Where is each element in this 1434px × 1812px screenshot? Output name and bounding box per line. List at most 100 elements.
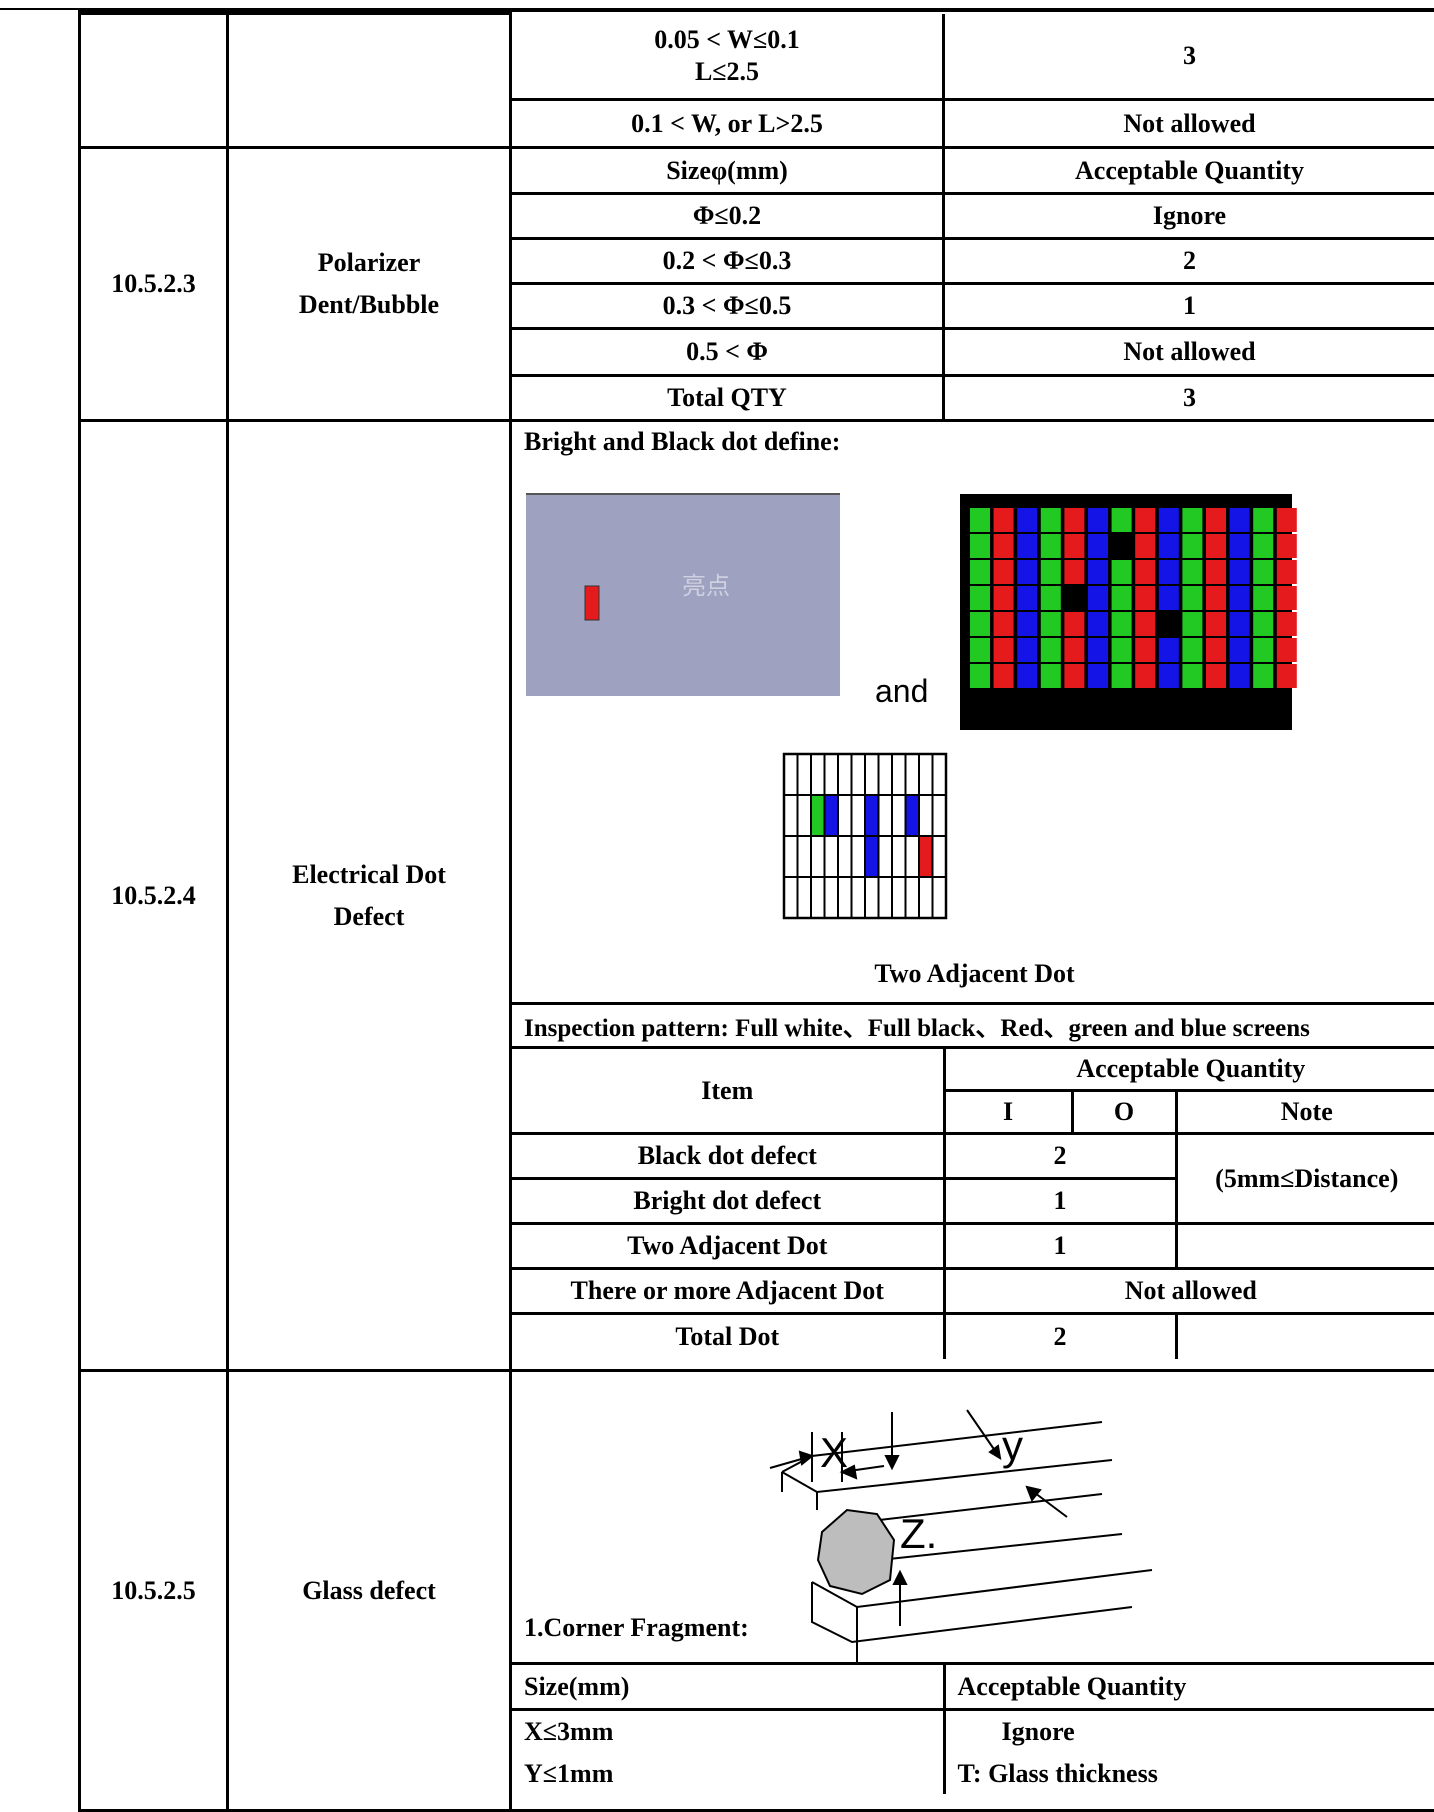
subpixel-cell (1206, 560, 1226, 584)
dent-qty: 2 (944, 239, 1434, 284)
empty-code-cell (80, 14, 228, 148)
dent-bubble-title-line1: Polarizer (229, 247, 509, 279)
scratch-qty-cell: Not allowed (944, 100, 1434, 148)
subpixel-cell (1088, 508, 1108, 532)
subpixel-cell (1159, 612, 1179, 636)
dent-bubble-title: Polarizer Dent/Bubble (228, 148, 511, 421)
subpixel-cell (1277, 534, 1297, 558)
subpixel-cell (1017, 612, 1037, 636)
dot-define-figure: Bright and Black dot define: 亮点 and (512, 422, 1434, 1002)
subpixel-cell (1182, 560, 1202, 584)
i-header: I (944, 1091, 1072, 1134)
subpixel-cell (1253, 534, 1273, 558)
subpixel-cell (1017, 664, 1037, 688)
bright-dot-caption: 亮点 (682, 573, 730, 600)
diagram-label-x: X (820, 1429, 848, 1476)
dent-bubble-title-line2: Dent/Bubble (229, 289, 509, 321)
glass-size: Y≤1mm (512, 1754, 944, 1794)
subpixel-cell (1159, 534, 1179, 558)
subpixel-cell (1135, 534, 1155, 558)
item-header: Item (512, 1048, 944, 1134)
subpixel-cell (994, 508, 1014, 532)
glass-defect-title: Glass defect (228, 1371, 511, 1811)
dent-size: Φ≤0.2 (511, 194, 944, 239)
dot-row: Two Adjacent Dot 1 (512, 1224, 1434, 1269)
adjacent-dot-cell (865, 836, 879, 877)
subpixel-cell (1064, 586, 1084, 610)
dot-criteria-table: Inspection pattern: Full white、Full blac… (512, 1002, 1434, 1359)
header-rule (0, 8, 80, 10)
dot-item: Total Dot (512, 1314, 944, 1359)
subpixel-cell (1253, 612, 1273, 636)
subpixel-cell (970, 612, 990, 636)
inspection-table: 0.05 < W≤0.1 L≤2.5 3 0.1 < W, or L>2.5 N… (78, 12, 1434, 1812)
dot-qty: Not allowed (944, 1269, 1434, 1314)
dent-bubble-code: 10.5.2.3 (80, 148, 228, 421)
adjacent-caption: Two Adjacent Dot (512, 958, 1434, 990)
subpixel-cell (1230, 664, 1250, 688)
electrical-dot-content: Bright and Black dot define: 亮点 and (511, 421, 1434, 1371)
inspection-pattern: Inspection pattern: Full white、Full blac… (512, 1004, 1434, 1048)
subpixel-cell (1017, 508, 1037, 532)
subpixel-cell (1230, 508, 1250, 532)
subpixel-cell (1088, 586, 1108, 610)
subpixel-cell (1135, 612, 1155, 636)
subpixel-cell (1277, 508, 1297, 532)
dent-qty: 3 (944, 376, 1434, 421)
subpixel-cell (970, 560, 990, 584)
dot-qty: 2 (944, 1314, 1176, 1359)
glass-qty: Ignore (944, 1710, 1434, 1754)
glass-defect-row: 10.5.2.5 Glass defect (80, 1371, 1434, 1811)
empty-item-cell (228, 14, 511, 148)
subpixel-cell (1206, 508, 1226, 532)
subpixel-cell (1182, 638, 1202, 662)
subpixel-cell (1041, 612, 1061, 636)
bright-dot-panel: 亮点 (526, 494, 840, 696)
glass-size: X≤3mm (512, 1710, 944, 1754)
subpixel-cell (1041, 586, 1061, 610)
subpixel-cell (1135, 560, 1155, 584)
subpixel-cell (1064, 664, 1084, 688)
subpixel-cell (1041, 638, 1061, 662)
bright-dot-marker (585, 586, 599, 620)
dent-size: Total QTY (511, 376, 944, 421)
subpixel-cell (1277, 560, 1297, 584)
subpixel-cell (1041, 664, 1061, 688)
subpixel-cell (1135, 586, 1155, 610)
subpixel-cell (1206, 612, 1226, 636)
subpixel-cell (1253, 638, 1273, 662)
dot-header-row-1: Item Acceptable Quantity (512, 1048, 1434, 1091)
subpixel-cell (994, 664, 1014, 688)
adjacent-dot-grid (784, 754, 946, 918)
subpixel-cell (970, 638, 990, 662)
subpixel-cell (994, 612, 1014, 636)
subpixel-cell (1159, 560, 1179, 584)
subpixel-cell (1088, 638, 1108, 662)
subpixel-cell (1064, 534, 1084, 558)
dot-note-empty (1176, 1224, 1434, 1269)
scratch-size-cell: 0.05 < W≤0.1 L≤2.5 (511, 14, 944, 100)
subpixel-cell (994, 586, 1014, 610)
subpixel-cell (1135, 638, 1155, 662)
corner-fragment-figure: X y Z. 1.Corner Fragment: (512, 1372, 1434, 1662)
subpixel-cell (1088, 534, 1108, 558)
subpixel-cell (1064, 638, 1084, 662)
glass-qty-header: Acceptable Quantity (944, 1664, 1434, 1710)
subpixel-cell (1206, 534, 1226, 558)
dot-qty: 2 (944, 1134, 1176, 1179)
dent-size: 0.5 < Φ (511, 329, 944, 376)
subpixel-cell (1112, 612, 1132, 636)
subpixel-cell (1064, 612, 1084, 636)
dent-qty: Not allowed (944, 329, 1434, 376)
subpixel-cell (970, 586, 990, 610)
dot-row: Black dot defect 2 (5mm≤Distance) (512, 1134, 1434, 1179)
subpixel-cell (1017, 560, 1037, 584)
subpixel-cell (1112, 560, 1132, 584)
dent-size-header: Sizeφ(mm) (511, 148, 944, 194)
glass-size-header: Size(mm) (512, 1664, 944, 1710)
subpixel-cell (994, 534, 1014, 558)
electrical-dot-title-line1: Electrical Dot (229, 859, 509, 891)
black-dot-panel (960, 494, 1297, 730)
subpixel-cell (1230, 638, 1250, 662)
adjacent-dot-cell (811, 795, 825, 836)
